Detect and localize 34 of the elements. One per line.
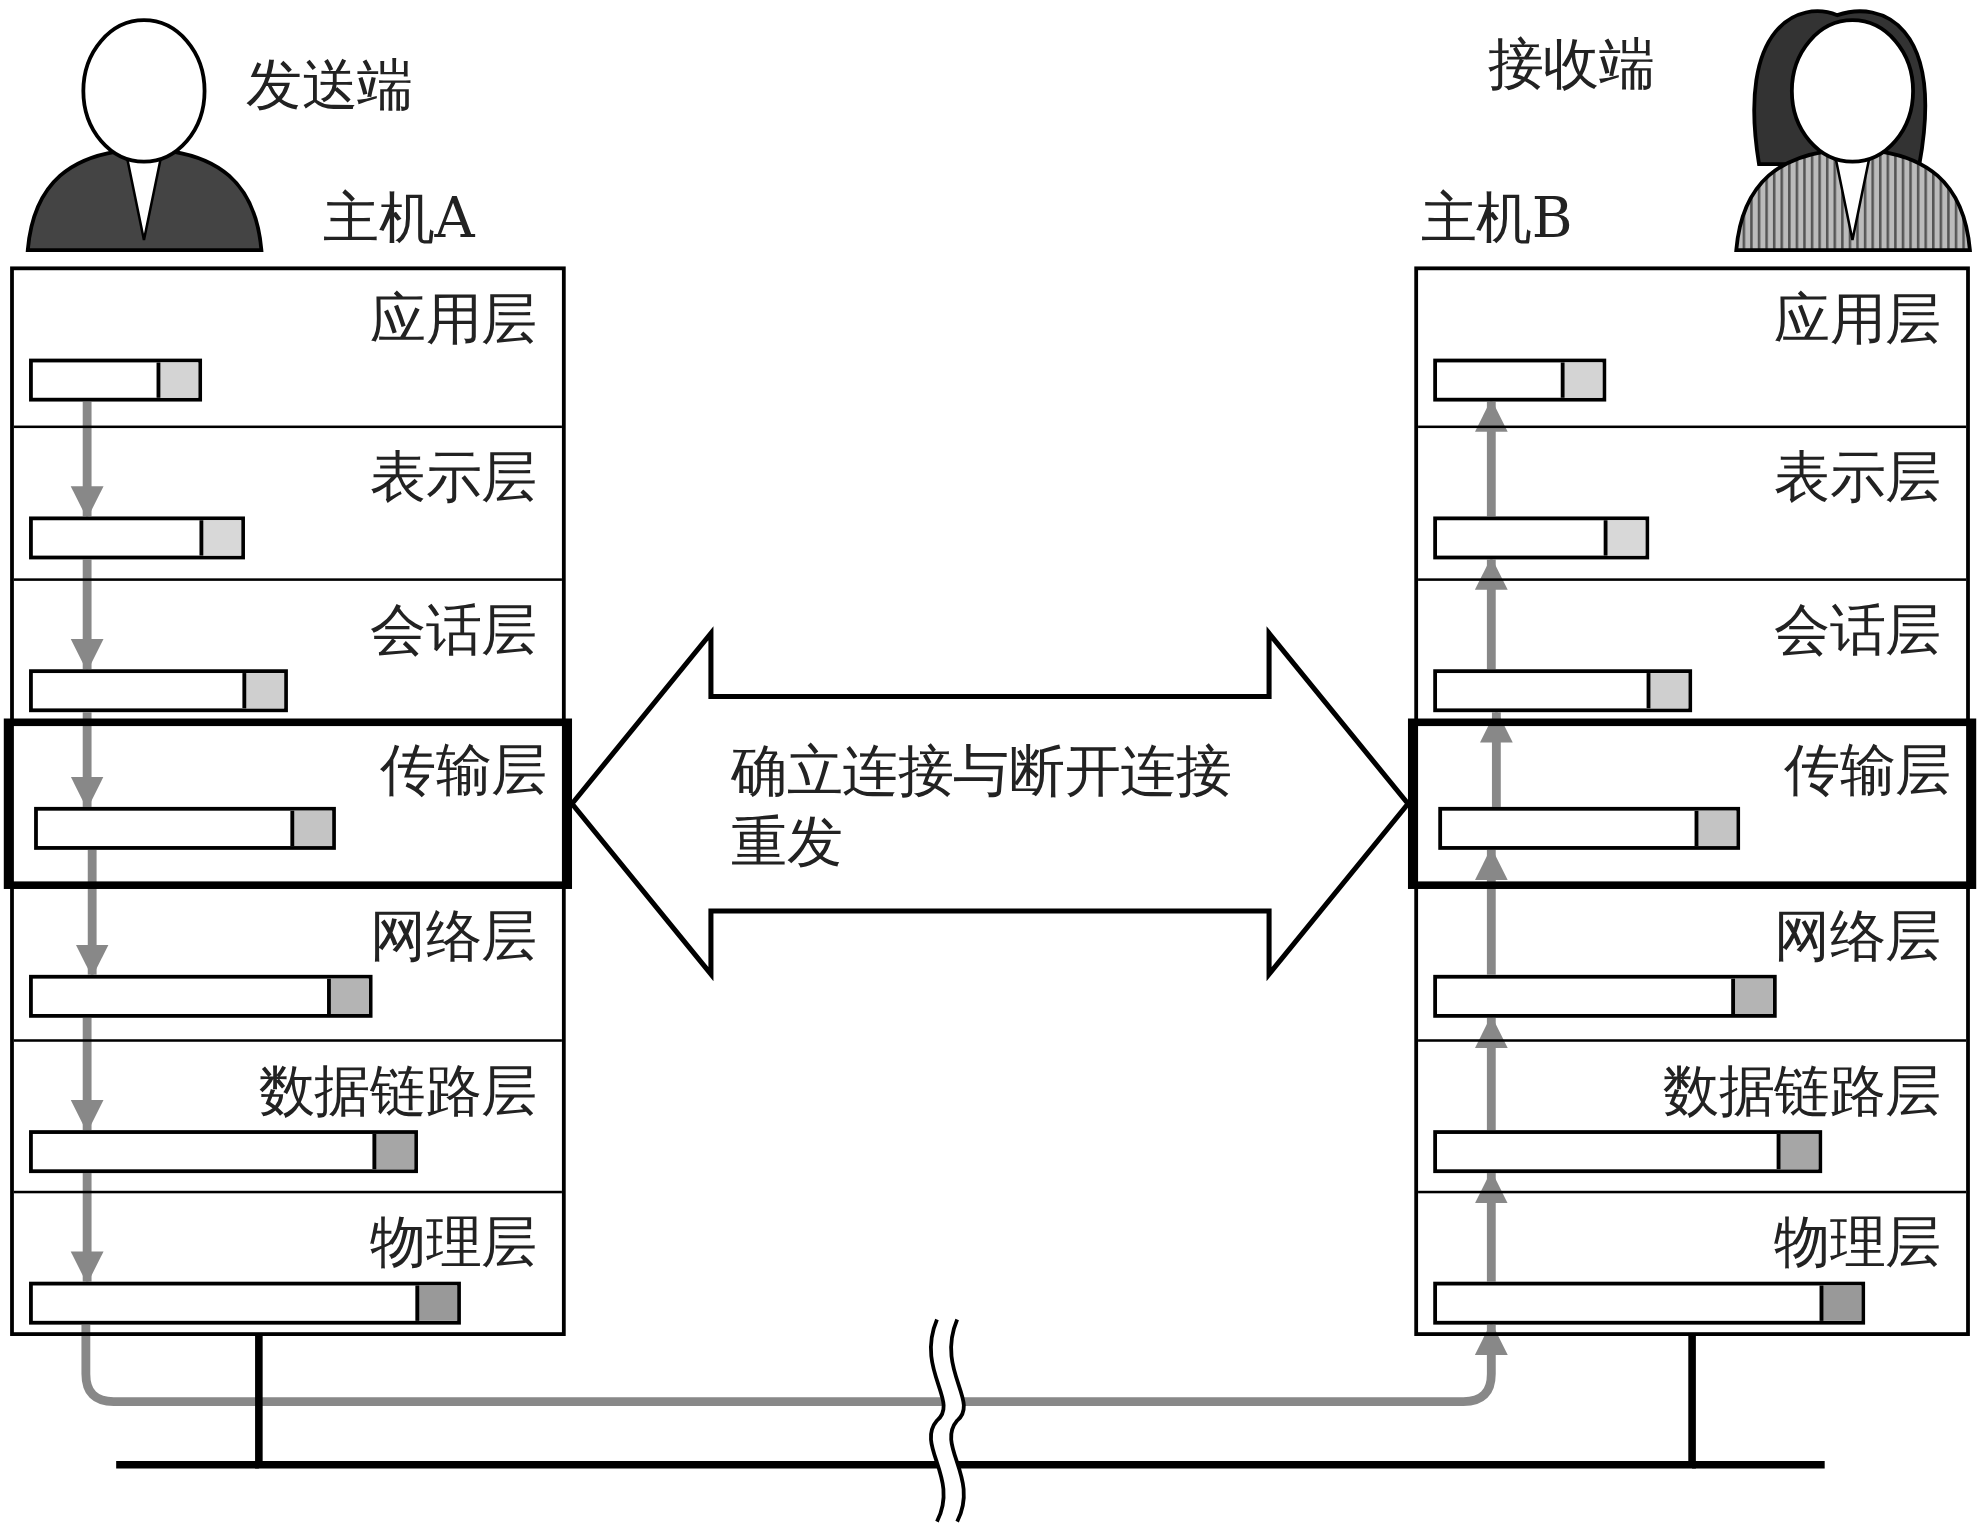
layer-label: 应用层 [370,287,537,352]
layer-label: 网络层 [370,904,537,968]
layer-box [3,718,573,889]
host-label: 主机A [323,186,475,251]
side-label: 接收端 [1487,32,1655,96]
side-label: 发送端 [246,53,413,117]
layer-label: 物理层 [1774,1211,1941,1275]
packet-bar [1433,358,1607,402]
packet-bar [1433,974,1777,1018]
packet-bar [1433,669,1693,713]
packet-bar [1433,1130,1823,1174]
packet-bar [29,974,373,1018]
packet-bar [29,358,203,402]
layer-label: 表示层 [1774,445,1941,509]
layer-box [1407,718,1977,889]
layer-label: 应用层 [1774,287,1941,352]
packet-bar [29,1130,418,1174]
layer-label: 物理层 [370,1211,537,1275]
layer-label: 网络层 [1774,904,1941,968]
packet-bar [29,516,245,560]
packet-bar [1438,806,1741,850]
layer-label: 会话层 [1774,598,1941,662]
packet-bar [1433,516,1650,560]
layer-label: 传输层 [1784,738,1951,802]
packet-bar [1433,1281,1866,1325]
host-label: 主机B [1420,186,1573,251]
packet-bar [29,669,288,713]
packet-bar [29,1281,461,1325]
layer-label: 表示层 [370,445,537,509]
layer-label: 数据链路层 [258,1059,537,1123]
layer-label: 传输层 [380,738,547,802]
layer-label: 会话层 [370,598,537,662]
packet-bar [34,806,336,850]
layer-label: 数据链路层 [1663,1059,1941,1123]
